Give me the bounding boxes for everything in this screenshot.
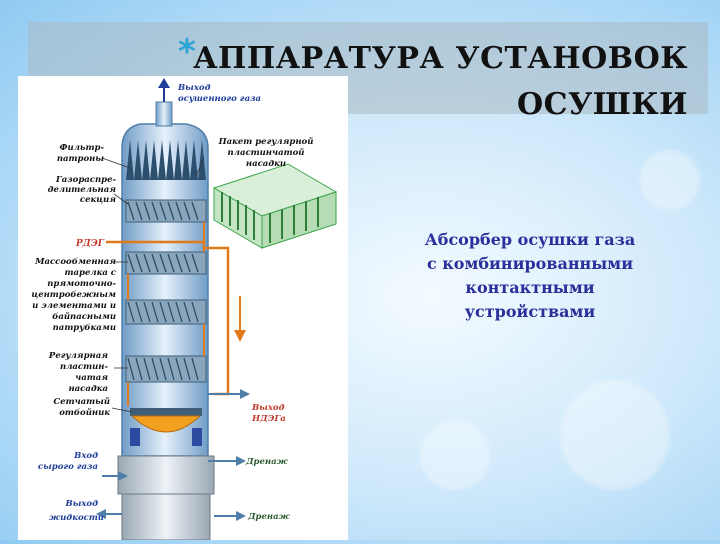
label-mesh-line-2: отбойник [59,407,110,418]
label-regular-packing-line-2: пластин- [60,362,108,372]
label-drain-2: Дренаж [247,512,291,522]
label-mass-tray-line-7: патрубками [53,322,116,333]
title-line-1: АППАРАТУРА УСТАНОВОК [193,41,688,76]
label-gas-distributor-line-3: секция [80,195,116,205]
label-raw-gas-line-2: сырого газа [38,462,98,472]
label-mesh-line-1: Сетчатый [53,396,110,407]
label-filter-line-1: Фильтр- [59,143,104,153]
background-bokeh [640,150,700,210]
caption-line-4: устройствами [464,302,596,321]
label-mass-tray-line-3: прямоточно- [47,279,116,289]
label-filter: Фильтр- патроны [57,143,105,164]
label-mesh: Сетчатый отбойник [53,396,110,418]
label-drain-1-text: Дренаж [245,457,289,467]
mesh-demister [130,408,202,446]
rdeg-down-arrow [234,296,246,342]
label-drain-2-text: Дренаж [247,512,291,522]
label-mass-tray: Массообменная тарелка с прямоточно- цент… [31,256,116,333]
label-package-line-3: насадки [246,159,286,169]
label-nde-outlet-line-1: Выход [251,403,285,413]
label-regular-packing-line-3: чатая [75,373,108,383]
leader-lines [101,157,205,413]
label-gas-outlet-line-2: осушенного газа [178,94,261,104]
regular-packing-section [125,355,207,383]
label-regular-packing-line-1: Регулярная [48,351,108,361]
label-gas-distributor: Газораспре- делительная секция [48,175,117,205]
label-package-line-2: пластинчатой [228,147,305,158]
diagram-caption: Абсорбер осушки газа с комбинированными … [410,228,650,324]
label-package-line-1: Пакет регулярной [218,136,314,147]
mass-exchange-tray-1 [125,251,207,275]
slide-title: АППАРАТУРА УСТАНОВОК ОСУШКИ [168,36,688,128]
label-nde-outlet-line-2: НДЭГа [251,414,286,424]
label-liquid-outlet: Выход жидкости [49,499,104,523]
label-gas-distributor-line-2: делительная [48,185,117,195]
packing-block-illustration [212,163,338,249]
label-gas-distributor-line-1: Газораспре- [55,175,117,185]
label-filter-line-2: патроны [57,154,104,164]
label-raw-gas-line-1: Вход [73,451,98,461]
raw-gas-inlet-arrow [102,471,128,481]
drain-arrow-2 [214,511,246,521]
label-liquid-outlet-line-2: жидкости [49,513,104,523]
label-rdeg-text: РДЭГ [75,239,105,249]
label-gas-outlet: Выход осушенного газа [177,83,261,104]
bullet-star: * [178,32,196,72]
label-package: Пакет регулярной пластинчатой насадки [218,136,314,169]
label-drain-1: Дренаж [245,457,289,467]
label-nde-outlet: Выход НДЭГа [251,403,286,424]
nde-outlet-arrow [208,389,250,399]
label-gas-outlet-line-1: Выход [177,83,211,93]
filter-cartridges [126,140,206,180]
label-mass-tray-line-5: и элементами и [32,301,116,311]
label-mass-tray-line-1: Массообменная [34,256,116,267]
drain-arrow-1 [208,456,246,466]
title-line-2: ОСУШКИ [516,87,688,122]
caption-line-1: Абсорбер осушки газа [424,230,636,249]
label-mass-tray-line-6: байпасными [52,311,116,322]
caption-line-2: с комбинированными [426,254,634,273]
diagram-panel: Выход осушенного газа Фильтр- патроны Га… [18,76,348,541]
mass-exchange-tray-2 [125,299,207,325]
background-bokeh [560,380,670,490]
label-regular-packing: Регулярная пластин- чатая насадка [48,351,109,394]
label-raw-gas: Вход сырого газа [38,451,98,472]
liquid-outlet-arrow [96,509,122,519]
label-regular-packing-line-4: насадка [68,384,108,394]
label-liquid-outlet-line-1: Выход [65,499,99,509]
absorber-diagram: Выход осушенного газа Фильтр- патроны Га… [31,78,338,541]
packing-section-top [125,199,207,223]
background-bokeh [420,420,490,490]
label-mass-tray-line-2: тарелка с [65,268,117,278]
label-rdeg: РДЭГ [75,239,105,249]
caption-line-3: контактными [465,278,595,297]
gas-outlet-arrow [158,78,170,102]
label-mass-tray-line-4: центробежным [31,289,116,300]
